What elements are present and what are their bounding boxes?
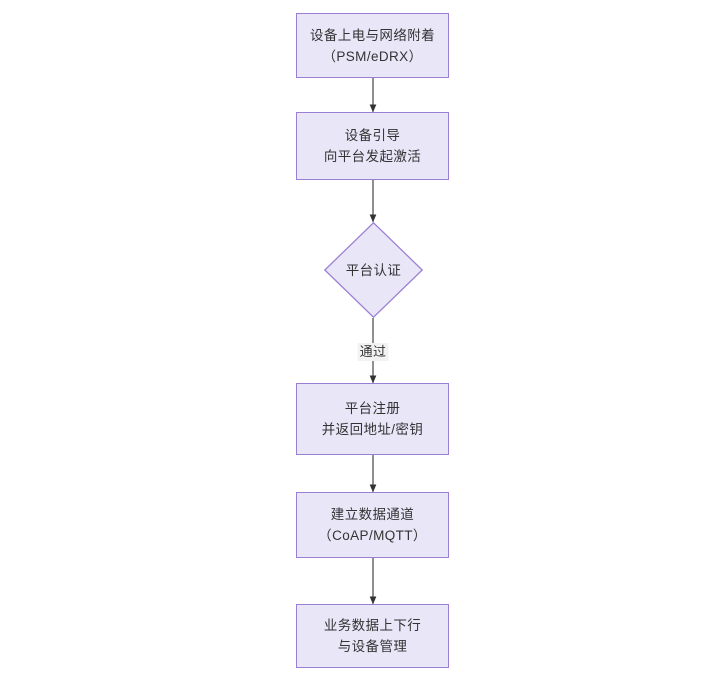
node-platform-auth[interactable]: 平台认证 — [324, 222, 423, 318]
node-platform-register-line-1: 平台注册 — [344, 401, 401, 416]
node-data-channel-line-2: （CoAP/MQTT） — [318, 528, 427, 543]
node-service-data-line-2: 与设备管理 — [337, 639, 408, 654]
node-data-channel[interactable]: 建立数据通道 （CoAP/MQTT） — [296, 492, 449, 558]
node-service-data-text: 业务数据上下行 与设备管理 — [324, 615, 421, 657]
node-data-channel-text: 建立数据通道 （CoAP/MQTT） — [318, 504, 427, 546]
node-bootstrap-line-2: 向平台发起激活 — [323, 149, 422, 164]
node-data-channel-line-1: 建立数据通道 — [330, 507, 415, 522]
node-platform-auth-text: 平台认证 — [346, 260, 402, 281]
node-power-on-line-2: （PSM/eDRX） — [322, 48, 423, 64]
node-platform-register-line-2: 并返回地址/密钥 — [321, 422, 424, 437]
node-platform-register[interactable]: 平台注册 并返回地址/密钥 — [296, 383, 449, 455]
node-power-on-text: 设备上电与网络附着 （PSM/eDRX） — [310, 25, 435, 67]
node-power-on-line-1: 设备上电与网络附着 — [309, 27, 436, 43]
node-platform-register-text: 平台注册 并返回地址/密钥 — [322, 398, 423, 440]
node-service-data-line-1: 业务数据上下行 — [323, 618, 422, 633]
node-power-on[interactable]: 设备上电与网络附着 （PSM/eDRX） — [296, 13, 449, 78]
node-bootstrap-line-1: 设备引导 — [344, 128, 401, 143]
node-bootstrap[interactable]: 设备引导 向平台发起激活 — [296, 112, 449, 180]
node-service-data[interactable]: 业务数据上下行 与设备管理 — [296, 604, 449, 668]
diamond-shape-icon — [324, 222, 423, 318]
node-bootstrap-text: 设备引导 向平台发起激活 — [324, 125, 421, 167]
edge-label-pass: 通过 — [357, 343, 389, 361]
node-platform-auth-line-1: 平台认证 — [345, 262, 402, 278]
